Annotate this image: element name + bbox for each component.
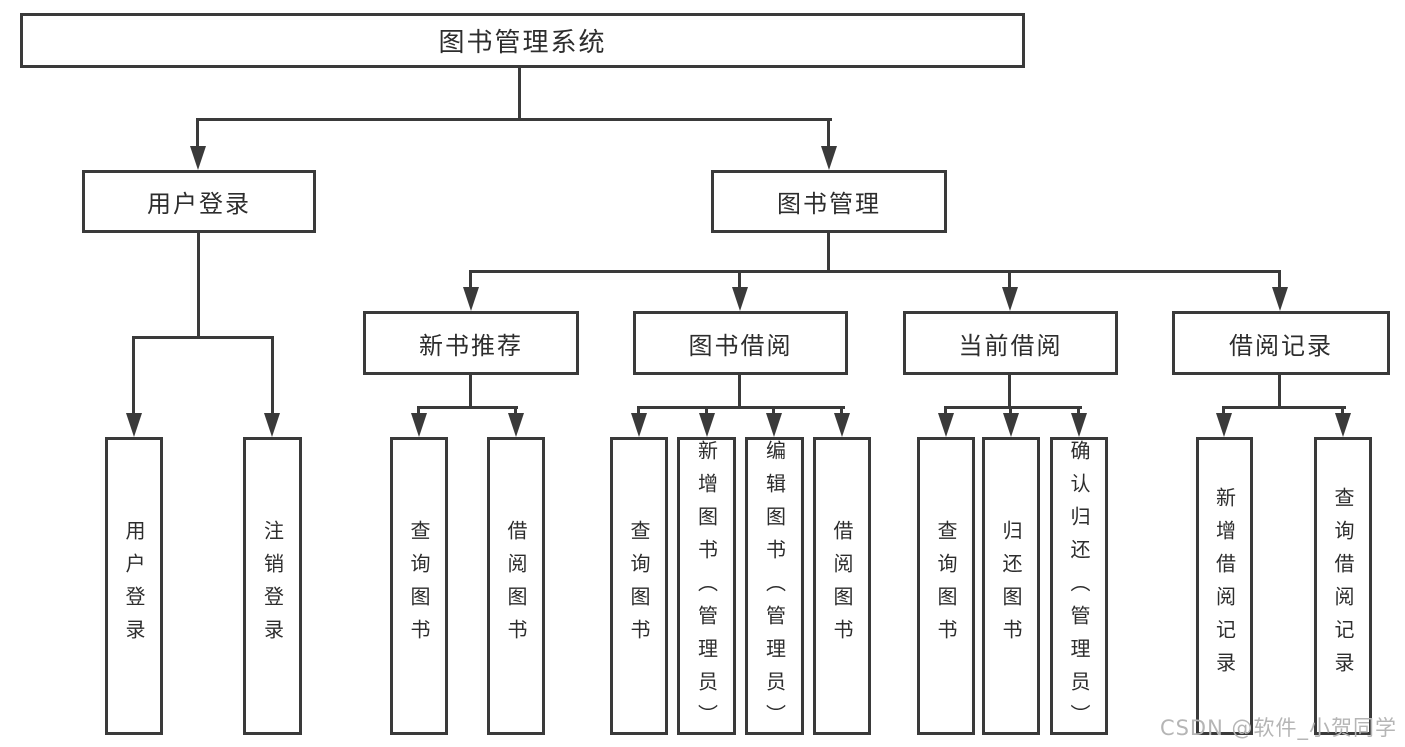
leaf-borrow-books-borrowing: 借阅图书 <box>813 437 871 735</box>
connector-line <box>469 270 1281 273</box>
leaf-edit-book-admin: 编辑图书（管理员） <box>745 437 804 737</box>
connector-line <box>469 270 472 291</box>
arrow-down-icon <box>264 413 280 437</box>
node-label: 借阅记录 <box>1229 331 1333 360</box>
leaf-label: 新增借阅记录 <box>1212 487 1237 685</box>
leaf-label: 借阅图书 <box>830 520 854 652</box>
node-borrowing-records: 借阅记录 <box>1172 311 1390 375</box>
connector-line <box>1008 375 1011 409</box>
connector-line <box>469 375 472 409</box>
connector-line <box>637 406 845 409</box>
connector-line <box>1222 406 1346 409</box>
node-new-book-recommendation: 新书推荐 <box>363 311 579 375</box>
leaf-logout: 注销登录 <box>243 437 302 735</box>
connector-line <box>772 406 775 417</box>
connector-line <box>944 406 1082 409</box>
leaf-label: 查询图书 <box>934 520 958 652</box>
arrow-down-icon <box>1071 413 1087 437</box>
arrow-down-icon <box>834 413 850 437</box>
arrow-down-icon <box>508 413 524 437</box>
leaf-label: 新增图书（管理员） <box>694 440 719 737</box>
connector-line <box>738 270 741 291</box>
leaf-confirm-return-admin: 确认归还（管理员） <box>1050 437 1108 737</box>
connector-line <box>1009 406 1012 417</box>
arrow-down-icon <box>631 413 647 437</box>
leaf-label: 查询图书 <box>407 520 431 652</box>
node-library-system-root: 图书管理系统 <box>20 13 1025 68</box>
node-current-borrowing: 当前借阅 <box>903 311 1118 375</box>
connector-line <box>271 336 274 417</box>
connector-line <box>1222 406 1225 417</box>
leaf-label: 用户登录 <box>122 520 146 652</box>
node-label: 图书借阅 <box>688 331 793 360</box>
connector-line <box>1278 375 1281 409</box>
connector-line <box>196 118 832 121</box>
leaf-query-books-recommend: 查询图书 <box>390 437 448 735</box>
connector-line <box>196 118 199 148</box>
connector-line <box>637 406 640 417</box>
connector-line <box>1341 406 1344 417</box>
leaf-label: 编辑图书（管理员） <box>762 440 787 737</box>
connector-line <box>197 233 200 339</box>
connector-line <box>514 406 517 417</box>
arrow-down-icon <box>1272 287 1288 311</box>
leaf-label: 查询图书 <box>627 520 651 652</box>
arrow-down-icon <box>1216 413 1232 437</box>
arrow-down-icon <box>190 146 206 170</box>
connector-line <box>1278 270 1281 291</box>
node-label: 当前借阅 <box>958 331 1063 360</box>
leaf-label: 注销登录 <box>260 520 285 652</box>
node-book-borrowing: 图书借阅 <box>633 311 848 375</box>
leaf-label: 查询借阅记录 <box>1331 487 1355 685</box>
connector-line <box>738 375 741 409</box>
leaf-add-book-admin: 新增图书（管理员） <box>677 437 736 737</box>
node-label: 用户登录 <box>147 190 251 218</box>
node-label: 新书推荐 <box>419 331 523 360</box>
node-label: 图书管理 <box>777 190 881 218</box>
connector-line <box>417 406 518 409</box>
connector-line <box>944 406 947 417</box>
leaf-query-borrow-record: 查询借阅记录 <box>1314 437 1372 735</box>
leaf-label: 借阅图书 <box>504 520 528 652</box>
arrow-down-icon <box>766 413 782 437</box>
connector-line <box>132 336 274 339</box>
connector-line <box>1077 406 1080 417</box>
csdn-watermark: CSDN @软件_小贺同学 <box>1159 716 1397 740</box>
arrow-down-icon <box>732 287 748 311</box>
arrow-down-icon <box>126 413 142 437</box>
connector-line <box>840 406 843 417</box>
arrow-down-icon <box>463 287 479 311</box>
arrow-down-icon <box>938 413 954 437</box>
arrow-down-icon <box>411 413 427 437</box>
connector-line <box>417 406 420 417</box>
connector-line <box>1008 270 1011 291</box>
leaf-label: 归还图书 <box>999 520 1023 652</box>
leaf-query-books-borrowing: 查询图书 <box>610 437 668 735</box>
connector-line <box>827 233 830 273</box>
leaf-borrow-books-recommend: 借阅图书 <box>487 437 545 735</box>
connector-line <box>705 406 708 417</box>
node-user-login: 用户登录 <box>82 170 316 233</box>
leaf-return-books: 归还图书 <box>982 437 1040 735</box>
arrow-down-icon <box>821 146 837 170</box>
arrow-down-icon <box>1002 287 1018 311</box>
leaf-add-borrow-record: 新增借阅记录 <box>1196 437 1253 735</box>
connector-line <box>518 68 521 120</box>
node-book-management: 图书管理 <box>711 170 947 233</box>
connector-line <box>827 118 830 148</box>
leaf-label: 确认归还（管理员） <box>1067 440 1091 737</box>
leaf-user-login: 用户登录 <box>105 437 163 735</box>
node-label: 图书管理系统 <box>438 28 607 58</box>
arrow-down-icon <box>1335 413 1351 437</box>
connector-line <box>132 336 135 417</box>
leaf-query-books-current: 查询图书 <box>917 437 975 735</box>
arrow-down-icon <box>699 413 715 437</box>
arrow-down-icon <box>1003 413 1019 437</box>
